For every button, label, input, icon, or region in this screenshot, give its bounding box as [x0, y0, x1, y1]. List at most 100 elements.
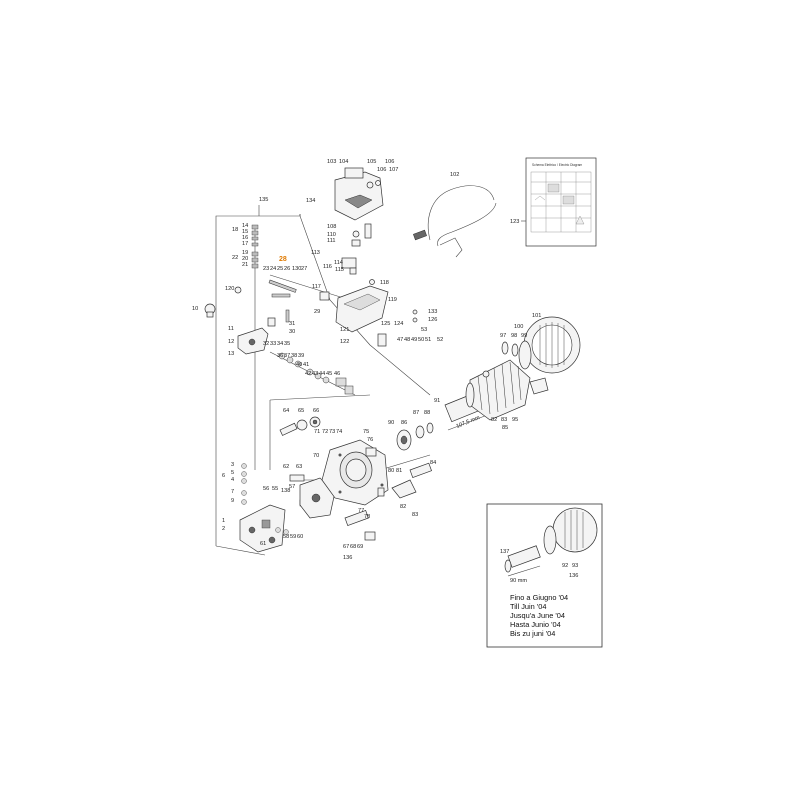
- callout-52[interactable]: 52: [437, 337, 443, 343]
- callout-121[interactable]: 121: [340, 327, 349, 333]
- callout-115[interactable]: 115: [335, 267, 344, 273]
- callout-18[interactable]: 18: [232, 227, 238, 233]
- callout-12[interactable]: 12: [228, 339, 234, 345]
- callout-108[interactable]: 108: [327, 224, 336, 230]
- callout-134[interactable]: 134: [306, 198, 315, 204]
- callout-17[interactable]: 17: [242, 241, 248, 247]
- callout-81[interactable]: 81: [396, 468, 402, 474]
- callout-88[interactable]: 88: [424, 410, 430, 416]
- callout-67[interactable]: 67: [343, 544, 349, 550]
- callout-19[interactable]: 19: [242, 250, 248, 256]
- callout-116[interactable]: 116: [323, 264, 332, 270]
- callout-118[interactable]: 118: [380, 280, 389, 286]
- callout-104[interactable]: 104: [339, 159, 348, 165]
- switch-box[interactable]: [319, 257, 418, 347]
- callout-27[interactable]: 27: [301, 266, 307, 272]
- callout-100[interactable]: 100: [514, 324, 523, 330]
- inset-callout-137[interactable]: 137: [500, 549, 509, 555]
- callout-1[interactable]: 1: [222, 518, 225, 524]
- callout-70[interactable]: 70: [313, 453, 319, 459]
- callout-22[interactable]: 22: [232, 255, 238, 261]
- callout-38[interactable]: 38: [291, 353, 297, 359]
- switch-housing[interactable]: [334, 167, 384, 247]
- callout-26[interactable]: 26: [284, 266, 290, 272]
- power-cable[interactable]: [413, 185, 497, 258]
- callout-15[interactable]: 15: [242, 229, 248, 235]
- inset-callout-92[interactable]: 92: [562, 563, 568, 569]
- callout-107[interactable]: 107: [389, 167, 398, 173]
- callout-16[interactable]: 16: [242, 235, 248, 241]
- callout-60[interactable]: 60: [297, 534, 303, 540]
- callout-58[interactable]: 58: [283, 534, 289, 540]
- callout-76[interactable]: 76: [367, 437, 373, 443]
- callout-41[interactable]: 41: [303, 362, 309, 368]
- inset-motor[interactable]: [504, 507, 598, 577]
- callout-24[interactable]: 24: [270, 266, 276, 272]
- callout-69[interactable]: 69: [357, 544, 363, 550]
- callout-30[interactable]: 30: [289, 329, 295, 335]
- callout-90[interactable]: 90: [388, 420, 394, 426]
- callout-119[interactable]: 119: [388, 297, 397, 303]
- callout-28[interactable]: 28: [279, 256, 287, 263]
- callout-126[interactable]: 126: [428, 317, 437, 323]
- callout-21[interactable]: 21: [242, 262, 248, 268]
- callout-48[interactable]: 48: [404, 337, 410, 343]
- callout-113[interactable]: 113: [311, 250, 320, 256]
- callout-87[interactable]: 87: [413, 410, 419, 416]
- callout-5[interactable]: 5: [231, 470, 234, 476]
- callout-47[interactable]: 47: [397, 337, 403, 343]
- callout-101[interactable]: 101: [532, 313, 541, 319]
- callout-32[interactable]: 32: [263, 341, 269, 347]
- callout-72[interactable]: 72: [322, 429, 328, 435]
- callout-64[interactable]: 64: [283, 408, 289, 414]
- callout-2[interactable]: 2: [222, 526, 225, 532]
- callout-71[interactable]: 71: [314, 429, 320, 435]
- inset-callout-93[interactable]: 93: [572, 563, 578, 569]
- callout-33[interactable]: 33: [270, 341, 276, 347]
- callout-56[interactable]: 56: [263, 486, 269, 492]
- callout-13[interactable]: 13: [228, 351, 234, 357]
- callout-10[interactable]: 10: [192, 306, 198, 312]
- callout-124[interactable]: 124: [394, 321, 403, 327]
- callout-55[interactable]: 55: [272, 486, 278, 492]
- valve-column[interactable]: [204, 224, 354, 395]
- callout-7[interactable]: 7: [231, 489, 234, 495]
- callout-11[interactable]: 11: [228, 326, 234, 332]
- callout-14[interactable]: 14: [242, 223, 248, 229]
- callout-53[interactable]: 53: [421, 327, 427, 333]
- callout-6[interactable]: 6: [222, 473, 225, 479]
- gear-set[interactable]: [365, 422, 434, 499]
- callout-78[interactable]: 78: [364, 514, 370, 520]
- callout-36[interactable]: 36: [277, 353, 283, 359]
- callout-83[interactable]: 83: [501, 417, 507, 423]
- callout-136[interactable]: 136: [343, 555, 352, 561]
- callout-65[interactable]: 65: [298, 408, 304, 414]
- callout-102[interactable]: 102: [450, 172, 459, 178]
- callout-3[interactable]: 3: [231, 462, 234, 468]
- callout-105[interactable]: 105: [367, 159, 376, 165]
- callout-63[interactable]: 63: [296, 464, 302, 470]
- callout-51[interactable]: 51: [425, 337, 431, 343]
- callout-122[interactable]: 122: [340, 339, 349, 345]
- callout-29[interactable]: 29: [314, 309, 320, 315]
- callout-40[interactable]: 40: [296, 362, 302, 368]
- callout-49[interactable]: 49: [411, 337, 417, 343]
- electric-diagram-sheet[interactable]: Schema Elettrico / Electric Diagram 123: [510, 157, 597, 247]
- callout-110[interactable]: 110: [327, 232, 336, 238]
- callout-138[interactable]: 138: [281, 488, 290, 494]
- callout-84[interactable]: 84: [430, 460, 436, 466]
- callout-37[interactable]: 37: [284, 353, 290, 359]
- callout-99[interactable]: 99: [521, 333, 527, 339]
- callout-66[interactable]: 66: [313, 408, 319, 414]
- callout-80[interactable]: 80: [388, 468, 394, 474]
- callout-59[interactable]: 59: [290, 534, 296, 540]
- callout-86[interactable]: 86: [401, 420, 407, 426]
- callout-125[interactable]: 125: [381, 321, 390, 327]
- callout-42[interactable]: 42: [305, 371, 311, 377]
- callout-111[interactable]: 111: [327, 238, 336, 244]
- callout-34[interactable]: 34: [277, 341, 283, 347]
- callout-35[interactable]: 35: [284, 341, 290, 347]
- callout-133[interactable]: 133: [428, 309, 437, 315]
- callout-82[interactable]: 82: [400, 504, 406, 510]
- callout-98[interactable]: 98: [511, 333, 517, 339]
